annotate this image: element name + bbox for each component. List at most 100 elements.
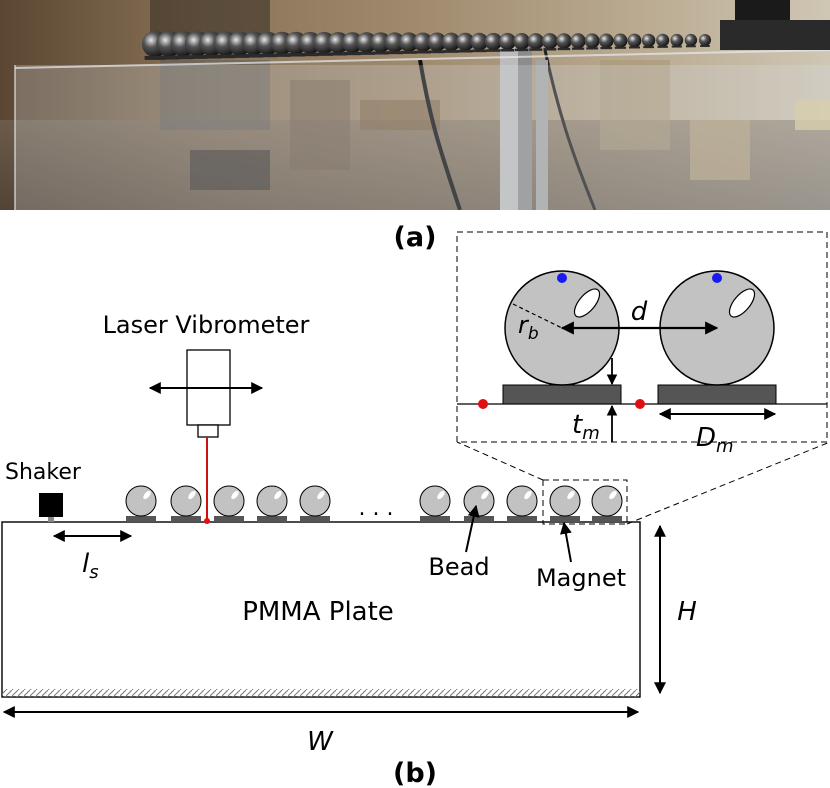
bead bbox=[170, 485, 202, 517]
bead bbox=[213, 485, 245, 517]
photo-magnet bbox=[158, 55, 180, 60]
photo-magnet bbox=[586, 47, 599, 50]
photo-bead bbox=[684, 33, 698, 47]
photo-magnet bbox=[443, 50, 459, 53]
photo-magnet bbox=[643, 46, 654, 49]
photo-bead bbox=[470, 32, 489, 51]
photo-bead bbox=[670, 33, 684, 47]
bead-highlight bbox=[274, 490, 282, 500]
setup-photo bbox=[0, 0, 830, 210]
plate-base-hatching bbox=[2, 689, 640, 697]
laser-vibrometer-lens bbox=[197, 424, 219, 438]
inset-detail-box bbox=[456, 231, 828, 443]
bead bbox=[256, 485, 288, 517]
panel-b-label: (b) bbox=[393, 758, 437, 788]
plate-label: PMMA Plate bbox=[242, 597, 394, 627]
photo-magnet bbox=[700, 45, 710, 47]
photo-magnet bbox=[386, 51, 403, 55]
shaker-label: Shaker bbox=[5, 460, 82, 485]
h-label: H bbox=[677, 597, 697, 627]
photo-magnet bbox=[173, 55, 194, 60]
photo-bead bbox=[656, 33, 670, 47]
bead-highlight bbox=[231, 490, 239, 500]
chain-ellipsis: . . . bbox=[359, 496, 394, 521]
photo-magnet bbox=[244, 54, 264, 58]
photo-magnet bbox=[187, 55, 208, 59]
photo-bead bbox=[399, 32, 419, 52]
photo-bead bbox=[613, 33, 628, 48]
laser-vibrometer-label: Laser Vibrometer bbox=[103, 311, 310, 339]
bead-highlight bbox=[481, 490, 489, 500]
photo-bead bbox=[556, 33, 572, 49]
shaker-body bbox=[39, 493, 63, 517]
bead-chain bbox=[125, 485, 623, 522]
zoom-region-box bbox=[542, 479, 628, 525]
photo-bead bbox=[513, 33, 531, 50]
photo-magnet bbox=[372, 51, 389, 55]
photo-magnet bbox=[272, 53, 292, 57]
bead-highlight bbox=[437, 490, 445, 500]
photo-bead bbox=[627, 33, 642, 48]
bead-label: Bead bbox=[428, 553, 489, 581]
dm-label: Dm bbox=[696, 423, 734, 457]
bead bbox=[125, 485, 157, 517]
photo-bead bbox=[570, 33, 586, 49]
bead-highlight bbox=[567, 490, 575, 500]
zoom-guide-left bbox=[456, 441, 544, 481]
photo-bead bbox=[413, 32, 433, 52]
photo-magnet bbox=[628, 46, 641, 49]
photo-magnet bbox=[301, 52, 319, 57]
photo-magnet bbox=[358, 51, 375, 55]
ls-label: ls bbox=[82, 549, 99, 583]
magnet bbox=[214, 516, 244, 522]
magnet bbox=[507, 516, 537, 522]
bead-highlight bbox=[609, 490, 617, 500]
photo-magnet bbox=[415, 50, 431, 54]
photo-bead bbox=[599, 33, 614, 48]
bead-highlight bbox=[317, 490, 325, 500]
panel-a-label: (a) bbox=[394, 222, 437, 253]
magnet bbox=[464, 516, 494, 522]
photo-bead bbox=[584, 33, 600, 49]
rb-radius-line bbox=[512, 303, 563, 329]
tm-label: tm bbox=[572, 410, 600, 444]
photo-bead bbox=[699, 34, 711, 46]
inset-red-point-right bbox=[635, 399, 645, 409]
photo-magnet bbox=[600, 46, 613, 50]
inset-bead-left-top-point bbox=[557, 273, 567, 283]
laser-measurement-point bbox=[204, 518, 210, 524]
photo-bead bbox=[370, 32, 391, 53]
inset-bead-right-highlight bbox=[728, 288, 756, 318]
photo-bead bbox=[541, 33, 558, 50]
inset-bead-left-highlight bbox=[573, 288, 601, 318]
magnet-pointer bbox=[560, 521, 572, 563]
photo-bead bbox=[499, 32, 517, 50]
photo-bead bbox=[356, 32, 377, 53]
w-label: W bbox=[307, 727, 334, 757]
magnet bbox=[300, 516, 330, 522]
photo-magnet bbox=[344, 52, 361, 56]
photo-bead bbox=[484, 32, 503, 51]
magnet-label: Magnet bbox=[536, 564, 626, 592]
inset-magnet-left bbox=[502, 384, 622, 405]
photo-bead bbox=[641, 33, 656, 48]
magnet bbox=[420, 516, 450, 522]
photo-magnet bbox=[486, 49, 501, 52]
photo-bead bbox=[441, 32, 461, 52]
bead-highlight bbox=[188, 490, 196, 500]
photo-magnet bbox=[458, 49, 473, 53]
photo-magnet bbox=[144, 56, 166, 60]
photo-magnet bbox=[657, 45, 668, 48]
photo-magnet bbox=[287, 53, 305, 57]
d-label: d bbox=[631, 297, 648, 327]
photo-magnet bbox=[571, 47, 585, 50]
photo-bead bbox=[527, 33, 544, 50]
photo-magnet bbox=[500, 48, 515, 52]
bead bbox=[549, 485, 581, 517]
photo-magnet bbox=[215, 54, 236, 59]
photo-magnet bbox=[614, 46, 627, 49]
photo-magnet bbox=[529, 48, 543, 51]
bead-pointer bbox=[465, 504, 480, 553]
photo-bead bbox=[384, 32, 405, 53]
zoom-guide-right bbox=[626, 441, 830, 525]
